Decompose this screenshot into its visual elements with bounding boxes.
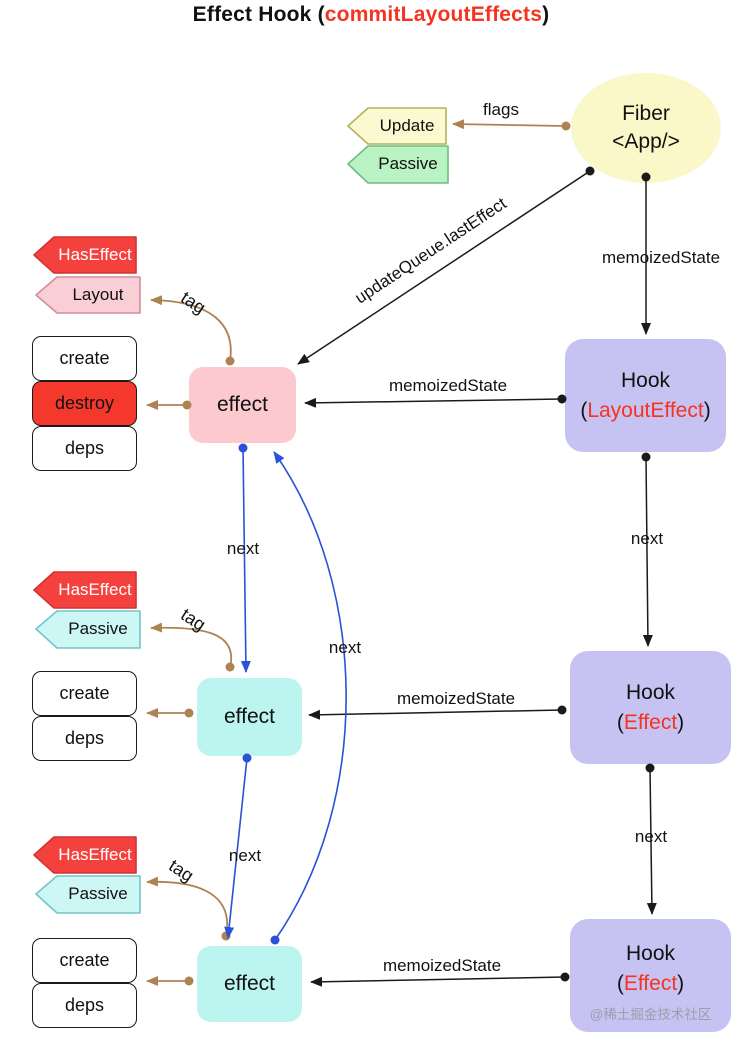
- deps-field-2: deps: [32, 716, 137, 761]
- tag-arrow-effect2: [150, 622, 233, 668]
- memoizedstate-arrow-hook3-effect3: [310, 976, 566, 987]
- paren: ): [677, 971, 685, 995]
- effect-node-3: effect: [197, 946, 302, 1022]
- next-label-effects-2: next: [228, 846, 262, 865]
- memoizedstate-label-fiber: memoizedState: [601, 248, 721, 267]
- destroy-field-1: destroy: [32, 381, 137, 426]
- create-field-2: create: [32, 671, 137, 716]
- hook2-subtitle-text: Effect: [623, 710, 678, 734]
- next-arrow-effect2-effect3: [224, 757, 248, 939]
- hook2-subtitle: (Effect): [617, 708, 684, 737]
- paren: (: [580, 398, 588, 422]
- deps-field-1: deps: [32, 426, 137, 471]
- haseffect-tag-shape-3: [33, 836, 137, 874]
- black-connector-dots: [557, 166, 655, 982]
- paren: ): [677, 710, 685, 734]
- passive-green-tag-shape: [347, 145, 449, 184]
- passive-cyan-tag-label-2: Passive: [68, 884, 128, 903]
- passive-cyan-tag-label-1: Passive: [68, 619, 128, 638]
- hook3-subtitle-text: Effect: [623, 971, 678, 995]
- next-arrow-effect1-effect2: [240, 447, 251, 673]
- memoizedstate-label-1: memoizedState: [388, 376, 508, 395]
- hook-effect-node-1: Hook (Effect): [570, 651, 731, 764]
- next-label-curve: next: [328, 638, 362, 657]
- tag-arrow-effect1: [150, 295, 232, 362]
- create-field-1: create: [32, 336, 137, 381]
- next-label-hooks-2: next: [634, 827, 668, 846]
- hook-layouteffect-node: Hook (LayoutEffect): [565, 339, 726, 452]
- title-suffix: ): [542, 3, 550, 26]
- update-tag-shape: [347, 107, 447, 145]
- passive-tag-label: Passive: [378, 154, 438, 173]
- updatequeue-lasteffect-arrow: [297, 170, 591, 365]
- paren: (: [616, 971, 624, 995]
- hook1-subtitle: (LayoutEffect): [580, 396, 710, 425]
- title-highlight: commitLayoutEffects: [324, 3, 543, 26]
- hook3-subtitle: (Effect): [617, 969, 684, 998]
- create-label: create: [59, 348, 110, 368]
- deps-label: deps: [64, 995, 105, 1015]
- next-label-effects-1: next: [226, 539, 260, 558]
- watermark: @稀土掘金技术社区: [589, 1007, 712, 1022]
- fiber-line2: <App/>: [612, 130, 680, 153]
- next-arrow-hook2-hook3: [646, 767, 657, 915]
- effect1-label: effect: [217, 393, 268, 416]
- hook3-title: Hook: [625, 942, 676, 966]
- haseffect-tag-label-3: HasEffect: [58, 845, 132, 864]
- deps-field-3: deps: [32, 983, 137, 1028]
- effect-node-2: effect: [197, 678, 302, 756]
- flags-arrow: [452, 119, 567, 130]
- destroy-label: destroy: [54, 393, 115, 413]
- update-tag-label: Update: [379, 116, 435, 135]
- next-arrow-effect3-effect1: [273, 451, 347, 941]
- layout-tag-shape: [35, 276, 141, 314]
- create-label: create: [59, 683, 110, 703]
- layout-tag-label: Layout: [72, 285, 124, 304]
- fiber-line1: Fiber: [622, 101, 670, 125]
- hook1-subtitle-text: LayoutEffect: [587, 398, 704, 422]
- hook2-title: Hook: [625, 681, 676, 705]
- passive-cyan-tag-shape-1: [35, 610, 141, 649]
- page-title: Effect Hook (commitLayoutEffects): [0, 3, 742, 27]
- blue-connector-dots: [238, 443, 280, 945]
- create-label: create: [59, 950, 110, 970]
- hook-effect-node-2: Hook (Effect): [570, 919, 731, 1032]
- deps-label: deps: [64, 438, 105, 458]
- tag-arrow-effect3: [146, 876, 229, 937]
- deps-label: deps: [64, 728, 105, 748]
- memoizedstate-label-3: memoizedState: [382, 956, 502, 975]
- memoizedstate-arrow-hook1-effect1: [304, 397, 563, 408]
- haseffect-tag-label-2: HasEffect: [58, 580, 132, 599]
- memoizedstate-label-2: memoizedState: [396, 689, 516, 708]
- passive-cyan-tag-shape-2: [35, 875, 141, 914]
- next-arrow-hook1-hook2: [642, 456, 653, 647]
- paren: (: [616, 710, 624, 734]
- effect3-label: effect: [224, 972, 275, 995]
- next-label-hooks-1: next: [630, 529, 664, 548]
- effect-node-1: effect: [189, 367, 296, 443]
- haseffect-tag-label-1: HasEffect: [58, 245, 132, 264]
- haseffect-tag-shape-2: [33, 571, 137, 609]
- create-field-3: create: [32, 938, 137, 983]
- paren: ): [703, 398, 711, 422]
- title-prefix: Effect Hook (: [192, 3, 325, 26]
- haseffect-tag-shape-1: [33, 236, 137, 274]
- hook1-title: Hook: [620, 369, 671, 393]
- effect2-label: effect: [224, 705, 275, 728]
- flags-label: flags: [483, 100, 519, 119]
- fiber-node: Fiber <App/>: [571, 73, 721, 183]
- memoizedstate-arrow-hook2-effect2: [308, 709, 563, 720]
